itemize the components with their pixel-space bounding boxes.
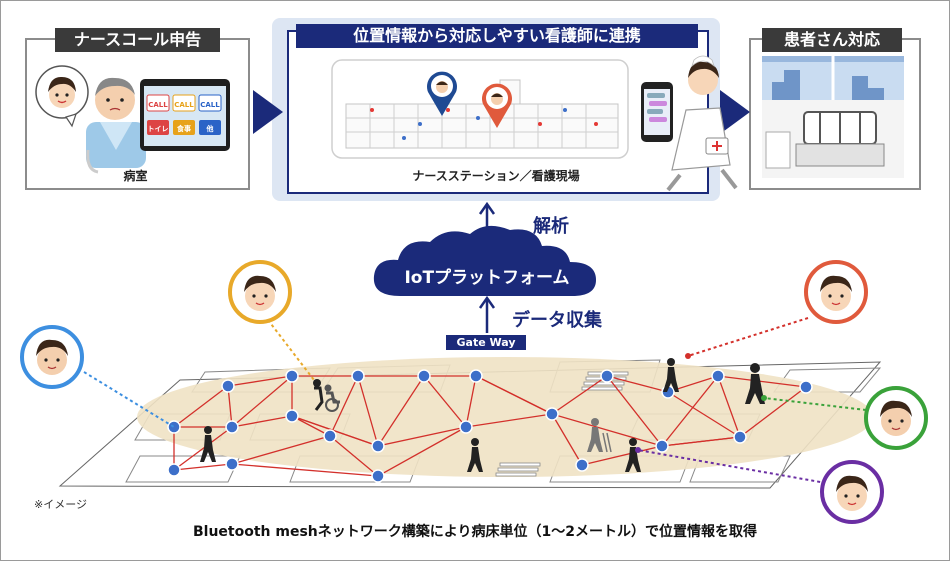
walking-person-icon — [663, 358, 679, 392]
tablet-toilet-button: トイレ — [148, 125, 169, 133]
arrow-right-icon — [720, 90, 750, 134]
patient-room-caption: 病室 — [123, 169, 148, 183]
nurse-avatar-yellow-icon — [228, 260, 292, 324]
analysis-label: 解析 — [533, 216, 569, 237]
nurse-avatar-blue-icon — [20, 325, 84, 389]
nurse-call-tablet-icon: CALL CALL CALL トイレ 食事 他 — [140, 79, 230, 151]
nurse-avatar-purple-icon — [820, 460, 884, 524]
gateway-label: Gate Way — [446, 335, 526, 350]
tablet-meal-button: 食事 — [176, 124, 191, 133]
nurse-avatar-icon — [35, 65, 89, 128]
location-pin-icon — [427, 71, 457, 116]
tablet-call-button-1: CALL — [148, 101, 168, 109]
up-arrow-icon — [478, 201, 496, 215]
walker-person-icon — [587, 418, 612, 453]
walking-person-icon — [200, 426, 216, 462]
iot-cloud-icon — [373, 225, 596, 296]
nurse-avatar-green-icon — [864, 386, 928, 450]
nurse-coordination-title: 位置情報から対応しやすい看護師に連携 — [296, 24, 698, 48]
smartphone-icon — [641, 82, 673, 142]
data-collection-label: データ収集 — [512, 310, 602, 331]
bottom-caption: Bluetooth meshネットワーク構築により病床単位（1〜2メートル）で位… — [193, 524, 757, 540]
walking-person-icon — [467, 438, 483, 472]
tablet-call-button-3: CALL — [200, 101, 220, 109]
nurse-call-title: ナースコール申告 — [55, 28, 220, 52]
nurse-station-caption: ナースステーション／看護現場 — [412, 169, 580, 183]
walking-person-icon — [625, 438, 641, 472]
walking-person-icon — [745, 363, 765, 404]
hospital-room-illustration — [762, 56, 904, 178]
tablet-call-button-2: CALL — [174, 101, 194, 109]
running-nurse-icon — [666, 55, 738, 192]
iot-platform-label: IoTプラットフォーム — [404, 268, 570, 288]
up-arrow-icon — [478, 295, 496, 309]
mesh-network-nodes — [167, 369, 813, 483]
wheelchair-icon — [313, 379, 340, 412]
ward-floor-plan-icon — [331, 59, 629, 159]
image-note: ※イメージ — [34, 498, 87, 511]
tablet-other-button: 他 — [206, 124, 214, 133]
location-pin-icon — [482, 83, 512, 128]
patient-care-title: 患者さん対応 — [762, 28, 902, 52]
patient-figure-icon — [86, 77, 146, 174]
nurse-avatar-red-icon — [804, 260, 868, 324]
arrow-right-icon — [253, 90, 283, 134]
nurse-location-connectors — [83, 317, 867, 484]
